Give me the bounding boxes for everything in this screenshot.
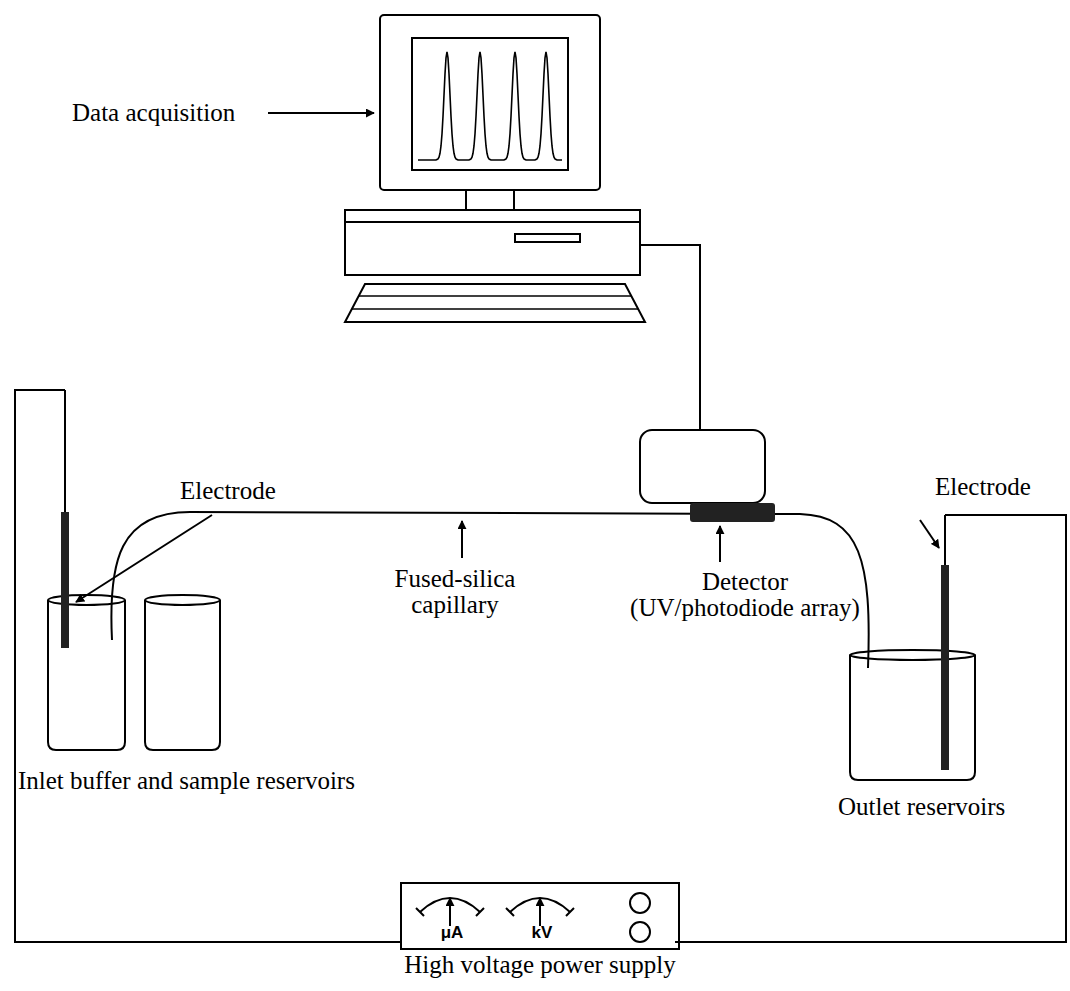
monitor-case xyxy=(380,15,600,190)
electropherogram-trace xyxy=(418,52,562,160)
reservoir-rim xyxy=(48,595,125,605)
electrode-lead xyxy=(64,390,66,512)
keyboard xyxy=(345,284,645,322)
electrode-label: Electrode xyxy=(180,478,276,503)
pointer-arrow xyxy=(719,526,721,562)
control-knob xyxy=(630,922,650,942)
pointer-arrow xyxy=(268,112,374,114)
capillary-label: Fused-silica capillary xyxy=(370,566,540,619)
pointer-arrow xyxy=(461,521,463,558)
reservoir-rim xyxy=(850,650,975,660)
reservoir-rim xyxy=(145,595,220,605)
data-cable xyxy=(640,245,700,430)
power-supply-box: μAkVHigh voltage power supply xyxy=(400,882,680,950)
inlet-buffer-reservoir xyxy=(48,600,125,750)
keyboard-rows xyxy=(352,296,638,309)
electrode-label: Electrode xyxy=(935,474,1031,499)
disk-slot xyxy=(515,234,580,242)
keyboard-row xyxy=(359,295,632,297)
pointer-arrow xyxy=(76,515,212,602)
reservoir-label: Outlet reservoirs xyxy=(838,794,1005,819)
monitor-stand xyxy=(466,190,514,210)
outlet-reservoir xyxy=(850,655,975,780)
monitor-screen xyxy=(412,38,568,170)
control-knob xyxy=(630,893,650,913)
unit-label: μA xyxy=(441,924,464,941)
unit-label: kV xyxy=(532,924,553,941)
electrode-lead xyxy=(944,515,946,565)
meter-needle xyxy=(449,898,451,926)
detector-window xyxy=(690,503,775,522)
case-edge xyxy=(345,221,640,223)
electrode xyxy=(941,565,949,770)
computer-case xyxy=(345,210,640,275)
keyboard-row xyxy=(352,308,638,310)
meter-needle xyxy=(539,898,541,926)
wire xyxy=(15,390,400,942)
electrode xyxy=(61,512,69,648)
computer-label: Data acquisition xyxy=(72,100,235,125)
detector-housing xyxy=(640,430,765,503)
reservoir-label: Inlet buffer and sample reservoirs xyxy=(18,768,355,793)
sample-reservoir xyxy=(145,600,220,750)
fused-silica-capillary xyxy=(111,512,868,668)
pointer-arrow xyxy=(920,520,939,548)
detector-label: Detector (UV/photodiode array) xyxy=(624,569,866,622)
wire xyxy=(675,515,1066,942)
power-supply-title: High voltage power supply xyxy=(404,951,675,979)
